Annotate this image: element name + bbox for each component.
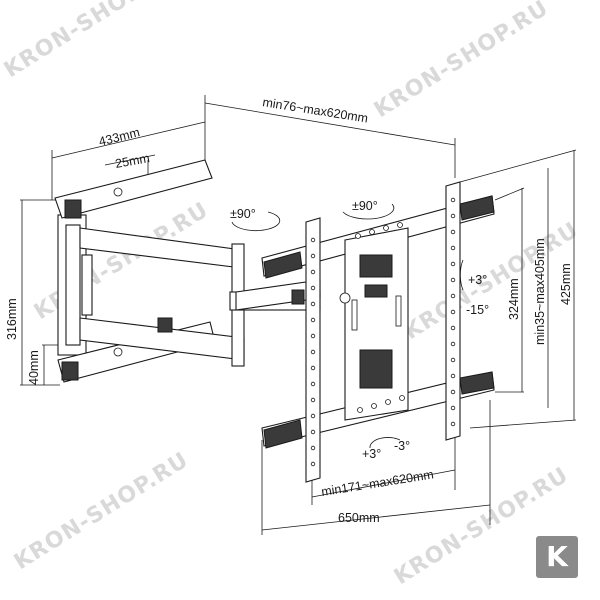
plate-height-label: 316mm bbox=[5, 298, 19, 340]
total-width-label: 650mm bbox=[338, 511, 380, 525]
plate-bottom-label: 40mm bbox=[27, 350, 41, 385]
watermark: KRON-SHOP.RU bbox=[0, 0, 183, 83]
swivel-right-label: ±90° bbox=[352, 199, 378, 213]
tilt-down-label: -15° bbox=[466, 303, 489, 317]
crossbar-holes bbox=[355, 222, 405, 413]
bottom-range-label: min171~max620mm bbox=[320, 467, 434, 499]
arm-length-label: 433mm bbox=[97, 125, 141, 149]
rotation-minus-label: -3° bbox=[394, 439, 410, 453]
dimension-lines bbox=[20, 95, 577, 535]
arm-assembly bbox=[79, 227, 321, 367]
kron-logo-icon: K bbox=[536, 536, 578, 578]
swivel-left-arrow-icon bbox=[231, 211, 281, 231]
top-extension-label: min76~max620mm bbox=[262, 95, 370, 126]
swivel-right-arrow-icon bbox=[342, 203, 395, 220]
rotation-plus-label: +3° bbox=[362, 447, 381, 461]
watermark: KRON-SHOP.RU bbox=[400, 218, 583, 345]
rotation-arrow-icon bbox=[369, 437, 401, 449]
vertical-range-label: min35~max405mm bbox=[533, 238, 547, 345]
tilt-up-label: +3° bbox=[468, 273, 487, 287]
watermark: KRON-SHOP.RU bbox=[370, 0, 553, 123]
tilt-arrow-icon bbox=[459, 259, 464, 291]
vesa-height-label: 324mm bbox=[507, 278, 521, 320]
plate-width-label: 25mm bbox=[114, 151, 151, 171]
rail-holes bbox=[310, 197, 456, 467]
tv-bracket bbox=[261, 181, 495, 483]
total-height-label: 425mm bbox=[559, 263, 573, 305]
rotation-arrows bbox=[231, 203, 464, 449]
swivel-left-label: ±90° bbox=[230, 207, 256, 221]
watermark: KRON-SHOP.RU bbox=[10, 448, 193, 575]
